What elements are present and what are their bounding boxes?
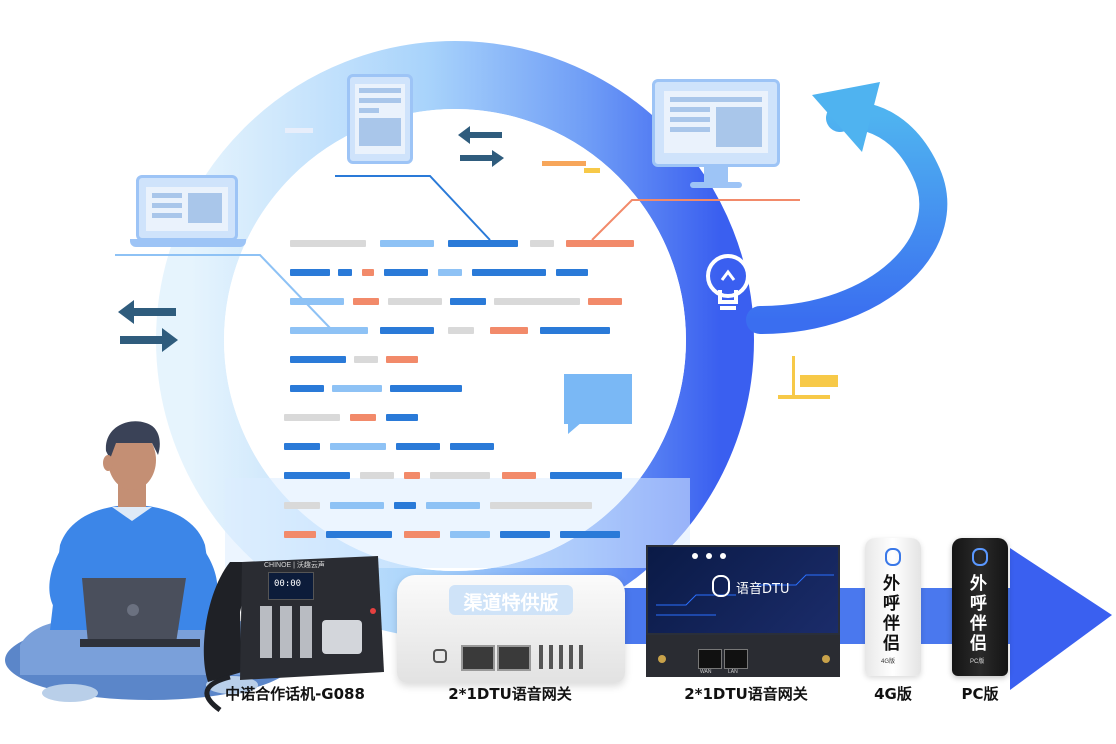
- gateway-black-device: 语音DTU WAN LAN: [646, 545, 840, 681]
- phone-display: 00:00: [268, 572, 314, 600]
- gateway-black-antenna: [658, 655, 666, 663]
- document-icon: [347, 74, 413, 166]
- desk-phone: CHINOE | 沃趣云声 00:00: [200, 552, 385, 712]
- dongle-4g-text: 外呼伴侣: [883, 574, 900, 654]
- gateway-white-vents: [539, 645, 589, 669]
- phone-status-led: [370, 608, 376, 614]
- gateway-black-wan-port: [698, 649, 722, 669]
- decor-accent: [542, 161, 586, 166]
- laptop-icon: [130, 175, 248, 253]
- dongle-pc-text: 外呼伴侣: [970, 574, 987, 654]
- chat-bubble-icon: [564, 374, 632, 434]
- phone-nav-keys[interactable]: [322, 620, 362, 654]
- phone-keypad[interactable]: [260, 606, 316, 658]
- dongle-4g-logo-icon: [885, 548, 901, 566]
- phone-brand: CHINOE | 沃趣云声: [264, 562, 325, 569]
- decor-accent: [584, 168, 600, 173]
- exchange-arrows-icon: [118, 300, 178, 352]
- gateway-white-badge-text: 渠道特供版: [463, 592, 559, 614]
- lightbulb-icon: [706, 254, 750, 310]
- gateway-white-power: [433, 649, 447, 663]
- gateway-white-port: [461, 645, 495, 671]
- gateway-white-badge: 渠道特供版: [449, 585, 573, 615]
- gateway-white-port: [497, 645, 531, 671]
- dongle-pc-device: 外呼伴侣 PC版: [952, 538, 1008, 678]
- gateway-black-logo-icon: [712, 575, 730, 597]
- gateway-black-title: 语音DTU: [736, 582, 790, 597]
- phone-display-time: 00:00: [274, 579, 302, 589]
- phone-caption: 中诺合作话机-G088: [225, 685, 365, 703]
- gateway-white-caption: 2*1DTU语音网关: [448, 685, 572, 703]
- monitor-icon: [652, 79, 780, 194]
- gateway-white-device: 渠道特供版: [397, 575, 625, 683]
- dongle-pc-tag: PC版: [970, 659, 985, 665]
- gateway-black-caption: 2*1DTU语音网关: [684, 685, 808, 703]
- gateway-black-antenna: [822, 655, 830, 663]
- dongle-4g-device: 外呼伴侣 4G版: [865, 538, 921, 678]
- dongle-4g-caption: 4G版: [874, 685, 912, 703]
- decor-accent: [800, 375, 838, 387]
- decor-accent: [792, 356, 795, 396]
- gateway-black-wan-label: WAN: [700, 669, 712, 675]
- gateway-black-lan-label: LAN: [728, 669, 738, 675]
- gateway-black-lan-port: [724, 649, 748, 669]
- dongle-pc-logo-icon: [972, 548, 988, 566]
- decor-line: [285, 128, 313, 133]
- dongle-pc-caption: PC版: [961, 685, 999, 703]
- decor-accent: [778, 395, 830, 399]
- dongle-4g-tag: 4G版: [881, 659, 896, 665]
- exchange-arrows-icon: [458, 126, 504, 167]
